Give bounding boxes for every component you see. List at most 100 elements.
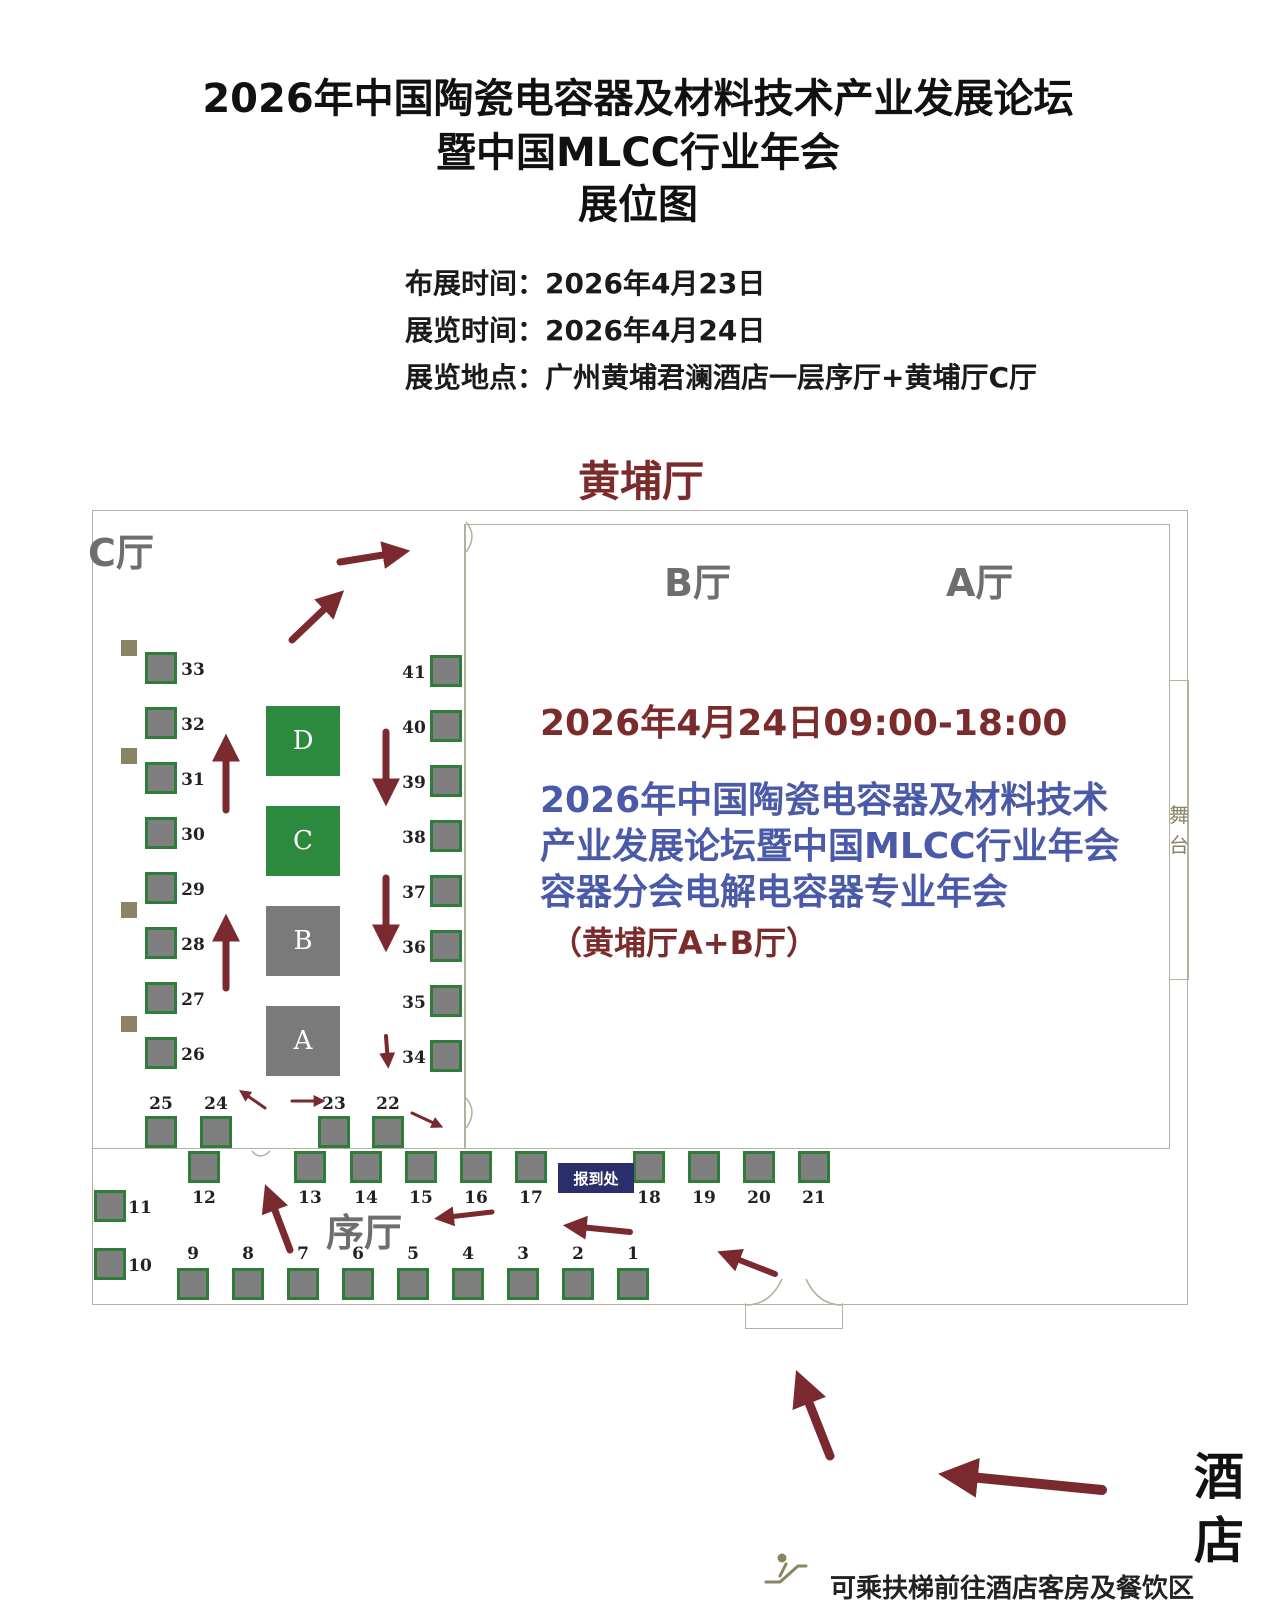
booth-29[interactable]	[145, 872, 177, 904]
booth-36[interactable]	[430, 930, 462, 962]
booth-number-32: 32	[181, 715, 205, 735]
booth-24[interactable]	[200, 1116, 232, 1148]
registration-desk[interactable]: 报到处	[558, 1163, 634, 1193]
booth-6[interactable]	[342, 1268, 374, 1300]
booth-3[interactable]	[507, 1268, 539, 1300]
booth-number-5: 5	[407, 1244, 419, 1264]
venue-value: 广州黄埔君澜酒店一层序厅+黄埔厅C厅	[545, 361, 1038, 394]
booth-10[interactable]	[94, 1248, 126, 1280]
door-icon	[465, 1097, 473, 1129]
hall-huangpu-label: 黄埔厅	[578, 457, 705, 506]
booth-34[interactable]	[430, 1040, 462, 1072]
booth-21[interactable]	[798, 1151, 830, 1183]
booth-35[interactable]	[430, 985, 462, 1017]
hall-a-label: A厅	[946, 561, 1014, 605]
door-icon	[745, 1278, 783, 1306]
escalator-icon	[764, 1553, 808, 1584]
booth-38[interactable]	[430, 820, 462, 852]
booth-number-8: 8	[242, 1244, 254, 1264]
booth-number-30: 30	[181, 825, 205, 845]
exhibit-time-label: 展览时间：	[405, 314, 546, 347]
booth-number-18: 18	[637, 1188, 661, 1208]
booth-number-31: 31	[181, 770, 205, 790]
hall-b-label: B厅	[664, 561, 731, 605]
booth-number-40: 40	[402, 718, 426, 738]
booth-number-37: 37	[402, 883, 426, 903]
booth-33[interactable]	[145, 652, 177, 684]
booth-26[interactable]	[145, 1037, 177, 1069]
booth-37[interactable]	[430, 875, 462, 907]
booth-15[interactable]	[405, 1151, 437, 1183]
booth-number-34: 34	[402, 1048, 426, 1068]
door-icon	[251, 1150, 271, 1157]
booth-number-24: 24	[204, 1094, 228, 1114]
booth-number-27: 27	[181, 990, 205, 1010]
booth-14[interactable]	[350, 1151, 382, 1183]
booth-number-11: 11	[128, 1198, 152, 1218]
stage-char-2: 台	[1169, 833, 1189, 857]
booth-25[interactable]	[145, 1116, 177, 1148]
setup-time-value: 2026年4月23日	[545, 267, 766, 300]
booth-9[interactable]	[177, 1268, 209, 1300]
booth-number-21: 21	[802, 1188, 826, 1208]
hotel-char-1: 酒	[1194, 1447, 1244, 1506]
booth-30[interactable]	[145, 817, 177, 849]
booth-18[interactable]	[633, 1151, 665, 1183]
booth-41[interactable]	[430, 655, 462, 687]
booth-number-41: 41	[402, 663, 426, 683]
setup-time-label: 布展时间：	[405, 267, 546, 300]
zone-a: A	[266, 1006, 340, 1076]
booth-1[interactable]	[617, 1268, 649, 1300]
hall-lobby-label: 序厅	[326, 1211, 403, 1255]
booth-11[interactable]	[94, 1190, 126, 1222]
booth-7[interactable]	[287, 1268, 319, 1300]
booth-4[interactable]	[452, 1268, 484, 1300]
stage: 舞 台	[1169, 680, 1189, 980]
booth-40[interactable]	[430, 710, 462, 742]
arrow-icon	[379, 1034, 396, 1069]
booth-12[interactable]	[188, 1151, 220, 1183]
venue-label: 展览地点：	[405, 361, 546, 394]
booth-2[interactable]	[562, 1268, 594, 1300]
arrow-icon	[410, 1111, 444, 1128]
booth-number-28: 28	[181, 935, 205, 955]
event-datetime: 2026年4月24日09:00-18:00	[540, 703, 1068, 744]
booth-number-23: 23	[322, 1094, 346, 1114]
booth-20[interactable]	[743, 1151, 775, 1183]
pillar	[121, 640, 137, 656]
booth-17[interactable]	[515, 1151, 547, 1183]
booth-28[interactable]	[145, 927, 177, 959]
booth-number-38: 38	[402, 828, 426, 848]
arrow-icon	[792, 1369, 835, 1461]
zone-c: C	[266, 806, 340, 876]
booth-number-14: 14	[354, 1188, 378, 1208]
exhibit-time-value: 2026年4月24日	[545, 314, 766, 347]
booth-number-15: 15	[409, 1188, 433, 1208]
booth-number-16: 16	[464, 1188, 488, 1208]
booth-number-29: 29	[181, 880, 205, 900]
door-icon	[465, 521, 473, 553]
booth-16[interactable]	[460, 1151, 492, 1183]
booth-23[interactable]	[318, 1116, 350, 1148]
door-icon	[805, 1278, 843, 1306]
arrow-icon	[434, 1206, 495, 1227]
booth-number-9: 9	[187, 1244, 199, 1264]
booth-32[interactable]	[145, 707, 177, 739]
booth-number-20: 20	[747, 1188, 771, 1208]
arrow-icon	[239, 1089, 267, 1110]
booth-number-13: 13	[298, 1188, 322, 1208]
arrow-icon	[288, 590, 345, 644]
booth-5[interactable]	[397, 1268, 429, 1300]
booth-number-25: 25	[149, 1094, 173, 1114]
booth-22[interactable]	[372, 1116, 404, 1148]
booth-27[interactable]	[145, 982, 177, 1014]
booth-31[interactable]	[145, 762, 177, 794]
booth-19[interactable]	[688, 1151, 720, 1183]
exhibit-time: 展览时间：2026年4月24日	[405, 309, 765, 349]
arrow-icon	[336, 541, 411, 569]
booth-8[interactable]	[232, 1268, 264, 1300]
booth-number-35: 35	[402, 993, 426, 1013]
booth-13[interactable]	[294, 1151, 326, 1183]
pillar	[121, 902, 137, 918]
booth-39[interactable]	[430, 765, 462, 797]
